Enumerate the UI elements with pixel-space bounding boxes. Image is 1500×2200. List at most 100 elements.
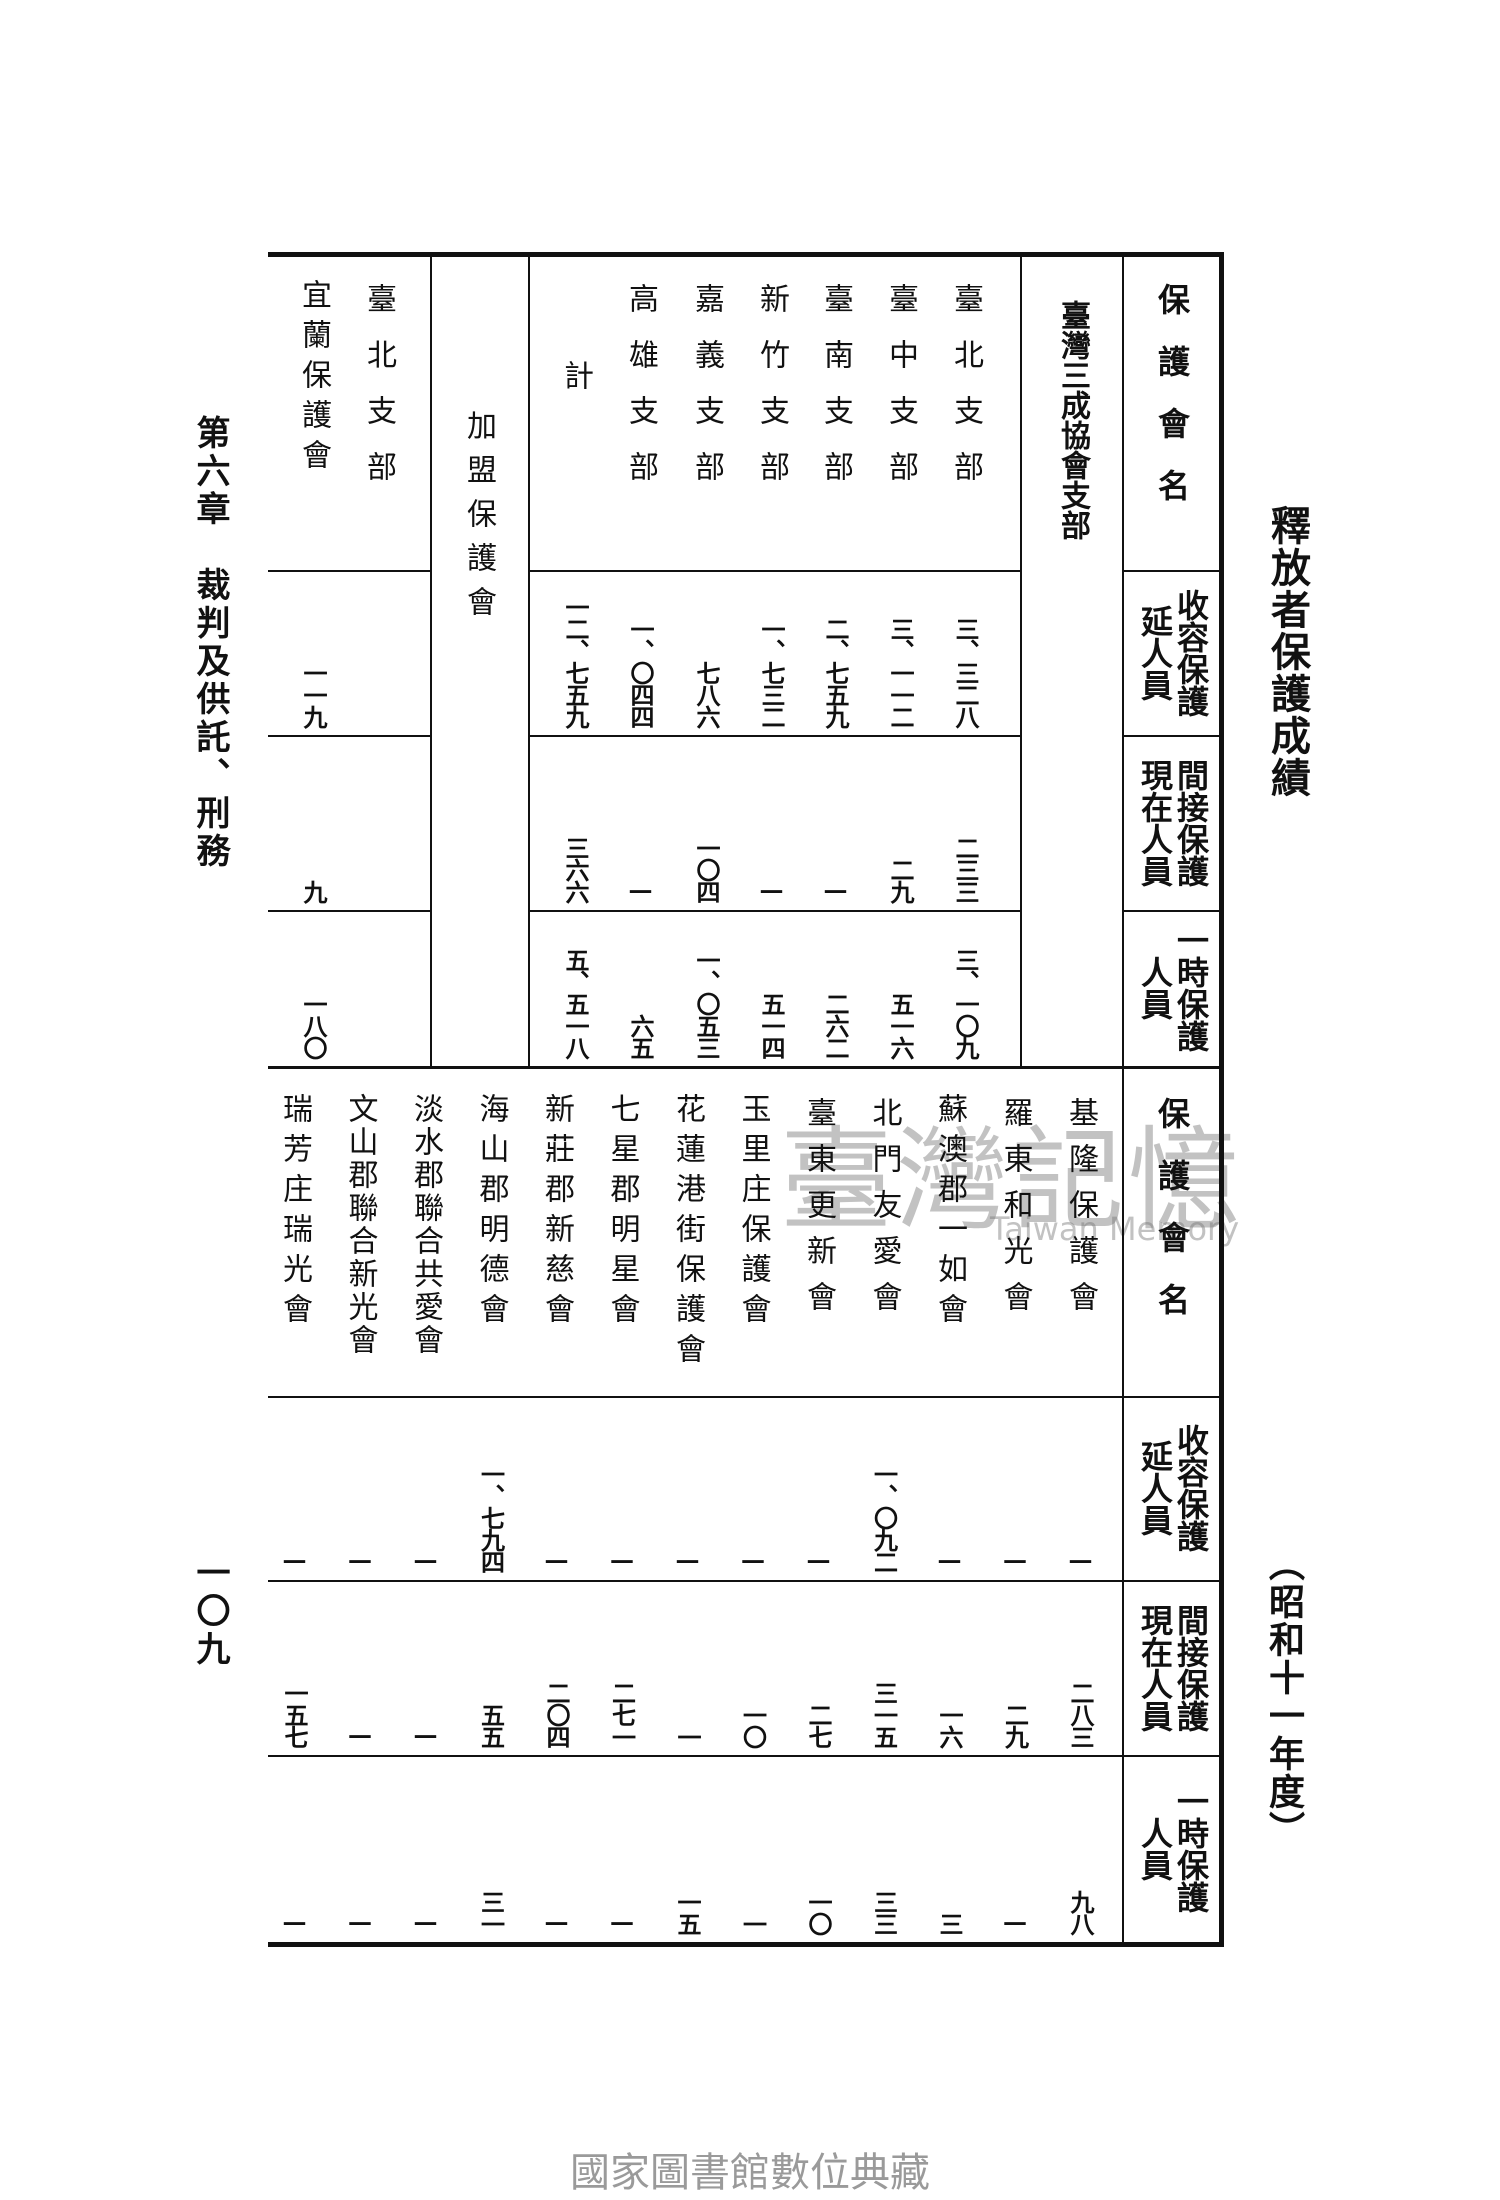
header-admitted-bottom: 收容保護延人員 [1126, 1396, 1220, 1580]
indirect-value: 二〇四 [542, 1681, 571, 1747]
temporary-value: — [411, 1907, 440, 1934]
indirect-value: — [345, 1720, 375, 1747]
total-admitted-value: 一二、七五九 [561, 595, 590, 727]
row-divider [528, 570, 1020, 572]
total-label: 計 [558, 360, 593, 390]
admitted-value: 三、一一二 [886, 617, 915, 727]
branch-name: 臺中支部 [883, 283, 918, 507]
admitted-value: — [542, 1545, 571, 1572]
row-divider [528, 735, 1020, 737]
row-divider [268, 735, 430, 737]
header-admitted-line: 收容保護 [1172, 588, 1210, 717]
indirect-value: 一五七 [280, 1681, 309, 1747]
group-label-sanseikai: 臺灣三成協會支部 [1055, 300, 1090, 540]
header-divider [1122, 910, 1222, 912]
header-temporary-top: 一時保護人員 [1126, 910, 1220, 1066]
footer-credit: 國家圖書館數位典藏 [570, 2150, 930, 2196]
indirect-value: — [626, 875, 655, 902]
header-indirect-line: 間接保護 [1172, 758, 1210, 887]
temporary-value: 五一四 [757, 992, 786, 1058]
row-divider [528, 910, 1020, 912]
society-name: 玉里庄保護會 [735, 1093, 771, 1333]
temporary-value: 三、一〇九 [951, 948, 980, 1058]
affiliate-rule [528, 255, 530, 1066]
table-right-rule [1219, 252, 1224, 1947]
indirect-value: 一六 [935, 1703, 964, 1747]
admitted-value: — [1066, 1545, 1095, 1572]
header-name-top: 保護會名 [1153, 283, 1191, 531]
branch-name: 新竹支部 [754, 283, 789, 507]
chapter-heading: 第六章 裁判及供託、刑務 [190, 415, 230, 871]
society-name: 北門友愛會 [866, 1097, 902, 1327]
header-temporary-line: 人員 [1136, 1816, 1174, 1881]
table-title: 釋放者保護成績 [1264, 505, 1311, 799]
table-middle-rule [268, 1066, 1224, 1069]
row-divider [268, 910, 430, 912]
admitted-value: — [1000, 1545, 1030, 1572]
indirect-value: 一 [673, 1725, 702, 1747]
row-divider [268, 1580, 1122, 1582]
header-indirect-line: 現在人員 [1136, 1603, 1174, 1732]
header-temporary-line: 一時保護 [1172, 924, 1210, 1052]
temporary-value: 一五 [673, 1890, 702, 1934]
temporary-value: 三一 [476, 1890, 506, 1934]
header-admitted-line: 延人員 [1136, 604, 1174, 701]
admitted-value: 一、〇九二 [869, 1462, 899, 1572]
society-name: 臺東更新會 [801, 1097, 836, 1327]
indirect-value: 二九 [886, 858, 915, 902]
society-name: 海山郡明德會 [473, 1093, 509, 1333]
header-divider [1122, 735, 1222, 737]
society-name: 基隆保護會 [1063, 1097, 1098, 1327]
indirect-value: 五五 [476, 1703, 506, 1747]
header-indirect-line: 間接保護 [1172, 1603, 1210, 1732]
admitted-value: — [345, 1545, 375, 1572]
temporary-value: 二六二 [821, 992, 850, 1058]
admitted-value: 一一九 [299, 661, 328, 727]
temporary-value: 一 [738, 1912, 768, 1934]
society-name: 瑞芳庄瑞光會 [277, 1093, 312, 1333]
temporary-value: — [280, 1907, 309, 1934]
temporary-value: 五一六 [886, 992, 915, 1058]
header-divider [1122, 1396, 1222, 1398]
society-name: 羅東和光會 [997, 1097, 1033, 1327]
header-divider [1122, 1580, 1222, 1582]
temporary-value: — [345, 1907, 375, 1934]
admitted-value: — [280, 1545, 309, 1572]
affiliate-society-name: 宜蘭保護會 [296, 279, 331, 479]
society-name: 蘇澳郡一如會 [932, 1093, 967, 1333]
admitted-value: — [673, 1545, 702, 1572]
indirect-value: — [411, 1720, 440, 1747]
admitted-value: — [738, 1545, 768, 1572]
indirect-value: — [757, 875, 786, 902]
indirect-value: 二三三 [951, 836, 980, 902]
society-name: 新莊郡新慈會 [539, 1093, 574, 1333]
indirect-value: 二九 [1000, 1703, 1030, 1747]
group-label-rule [1020, 255, 1022, 1066]
header-admitted-top: 收容保護延人員 [1126, 570, 1220, 735]
header-indirect-top: 間接保護現在人員 [1126, 735, 1220, 910]
branch-name: 臺北支部 [948, 283, 983, 507]
society-name: 花蓮港街保護會 [670, 1093, 705, 1373]
header-indirect-bottom: 間接保護現在人員 [1126, 1580, 1220, 1755]
indirect-value: 二八三 [1066, 1681, 1095, 1747]
header-temporary-line: 一時保護 [1172, 1784, 1210, 1913]
society-name: 七星郡明星會 [604, 1093, 640, 1333]
temporary-value: 一、〇五三 [692, 948, 721, 1058]
affiliate-branch-name: 臺北支部 [361, 283, 396, 507]
admitted-value: 一、七九四 [476, 1462, 506, 1572]
indirect-value: 三一五 [869, 1681, 899, 1747]
header-divider [1122, 1755, 1222, 1757]
indirect-value: 二七一 [607, 1681, 637, 1747]
temporary-value: 三三 [869, 1890, 899, 1934]
society-name: 文山郡聯合新光會 [342, 1093, 378, 1357]
page-number: 一〇九 [190, 1555, 230, 1669]
indirect-value: — [821, 875, 850, 902]
admitted-value: — [411, 1545, 440, 1572]
branch-name: 高雄支部 [623, 283, 658, 507]
admitted-value: — [804, 1545, 833, 1572]
table-bottom-rule [268, 1942, 1224, 1947]
temporary-value: 一八〇 [299, 992, 328, 1058]
temporary-value: — [542, 1907, 571, 1934]
temporary-value: — [1000, 1907, 1030, 1934]
row-divider [268, 1755, 1122, 1757]
